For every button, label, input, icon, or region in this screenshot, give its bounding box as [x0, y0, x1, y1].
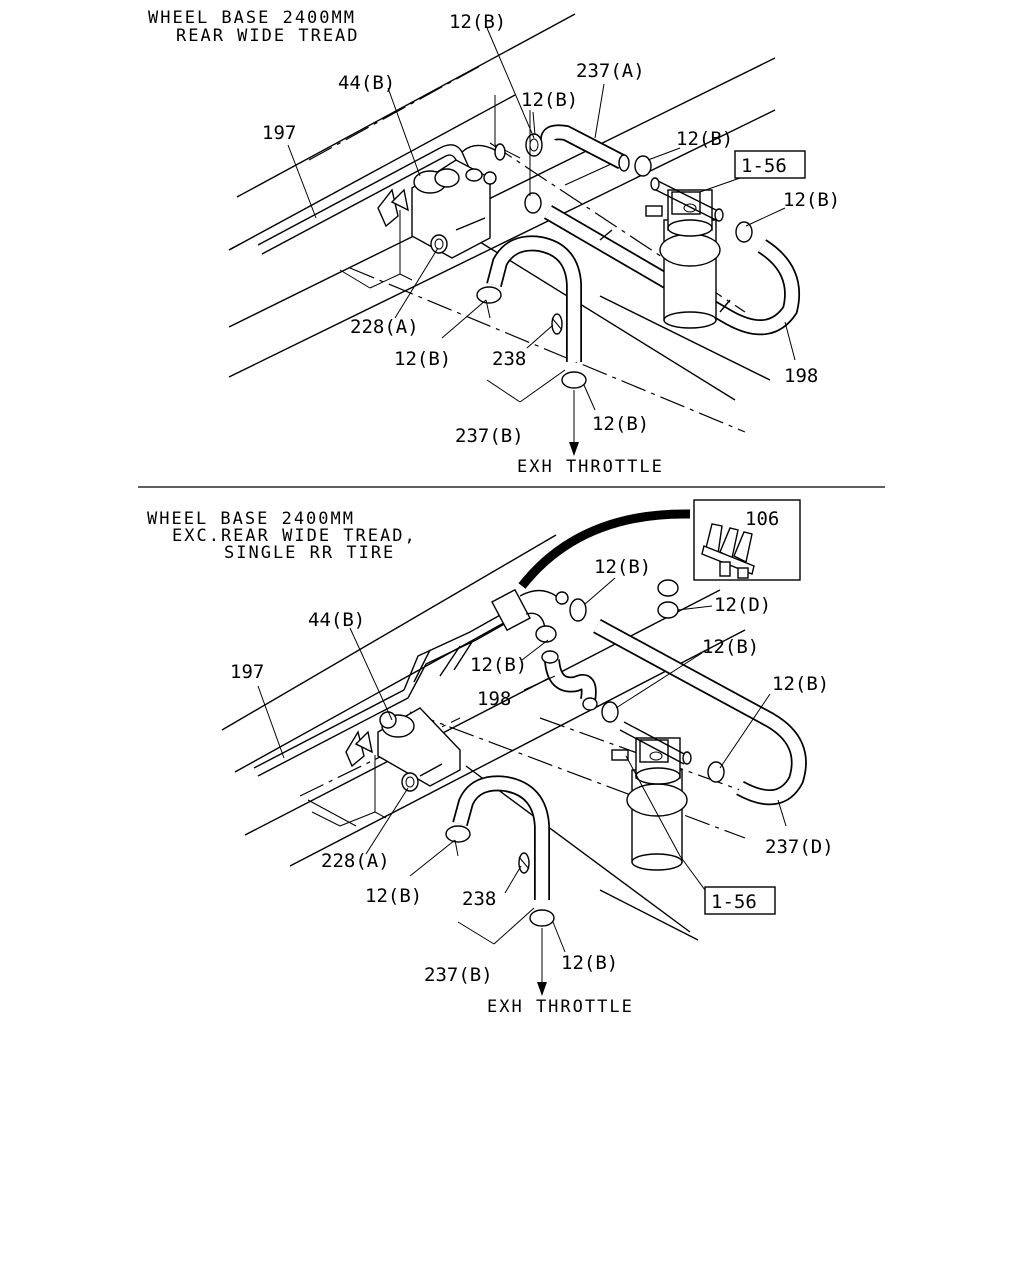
- bottom-label-12b-c: 12(B): [702, 636, 759, 658]
- top-label-12b-d: 12(B): [394, 348, 451, 370]
- bottom-label-228a: 228(A): [321, 850, 390, 872]
- bottom-frame-rails: [221, 534, 746, 941]
- top-label-12b-b: 12(B): [676, 128, 733, 150]
- top-label-197: 197: [262, 122, 296, 144]
- top-label-228a: 228(A): [350, 316, 419, 338]
- top-bracket-44b: [377, 159, 497, 281]
- bottom-label-12b-a: 12(B): [594, 556, 651, 578]
- bottom-label-237b: 237(B): [424, 964, 493, 986]
- top-header-line-1: WHEEL BASE 2400MM: [148, 8, 356, 28]
- bottom-bracket-44b: [345, 707, 461, 819]
- bottom-diagram: WHEEL BASE 2400MM EXC.REAR WIDE TREAD, S…: [147, 499, 834, 1017]
- bottom-hose-237b: [445, 775, 555, 927]
- bottom-pipe-197: [253, 588, 569, 777]
- top-leader-lines: [287, 27, 796, 456]
- top-ref-box-1-56: [734, 150, 806, 179]
- bottom-hose-198: [535, 579, 679, 723]
- bottom-label-198: 198: [477, 688, 511, 710]
- top-label-12b-c: 12(B): [783, 189, 840, 211]
- bottom-label-237d: 237(D): [765, 836, 834, 858]
- bottom-header-line-2: EXC.REAR WIDE TREAD,: [172, 526, 417, 546]
- top-label-237a: 237(A): [576, 60, 645, 82]
- top-canister: [645, 177, 724, 329]
- top-label-237b: 237(B): [455, 425, 524, 447]
- bottom-header-line-1: WHEEL BASE 2400MM: [147, 509, 355, 529]
- top-label-12b-e: 12(B): [592, 413, 649, 435]
- bottom-label-12d: 12(D): [714, 594, 771, 616]
- bottom-hose-237d: [593, 618, 807, 806]
- bottom-header-line-3: SINGLE RR TIRE: [224, 543, 395, 563]
- top-label-12b-top: 12(B): [449, 11, 506, 33]
- bottom-inset-106: [518, 499, 801, 589]
- bottom-label-197: 197: [230, 661, 264, 683]
- top-label-1-56: 1-56: [741, 155, 787, 177]
- top-pipe-197: [257, 143, 506, 255]
- bottom-label-12b-b: 12(B): [470, 654, 527, 676]
- top-footer-exh-throttle: EXH THROTTLE: [517, 457, 664, 477]
- top-hose-237a: [525, 124, 652, 177]
- top-label-198: 198: [784, 365, 818, 387]
- bottom-canister: [611, 721, 692, 871]
- top-diagram: WHEEL BASE 2400MM REAR WIDE TREAD: [148, 8, 840, 477]
- top-hose-237b: [476, 235, 587, 389]
- top-hose-198: [524, 192, 801, 336]
- bottom-label-106: 106: [745, 508, 779, 530]
- bottom-leader-lines: [257, 577, 787, 996]
- bottom-label-238: 238: [462, 888, 496, 910]
- bottom-footer-exh-throttle: EXH THROTTLE: [487, 997, 634, 1017]
- bottom-label-44b: 44(B): [308, 609, 365, 631]
- top-label-12b-a: 12(B): [521, 89, 578, 111]
- bottom-label-1-56: 1-56: [711, 891, 757, 913]
- top-header-line-2: REAR WIDE TREAD: [176, 26, 360, 46]
- bottom-label-12b-f: 12(B): [561, 952, 618, 974]
- bottom-label-12b-d: 12(B): [772, 673, 829, 695]
- top-label-238: 238: [492, 348, 526, 370]
- bottom-ref-box-1-56: [704, 886, 776, 915]
- top-label-44b: 44(B): [338, 72, 395, 94]
- bottom-label-12b-e: 12(B): [365, 885, 422, 907]
